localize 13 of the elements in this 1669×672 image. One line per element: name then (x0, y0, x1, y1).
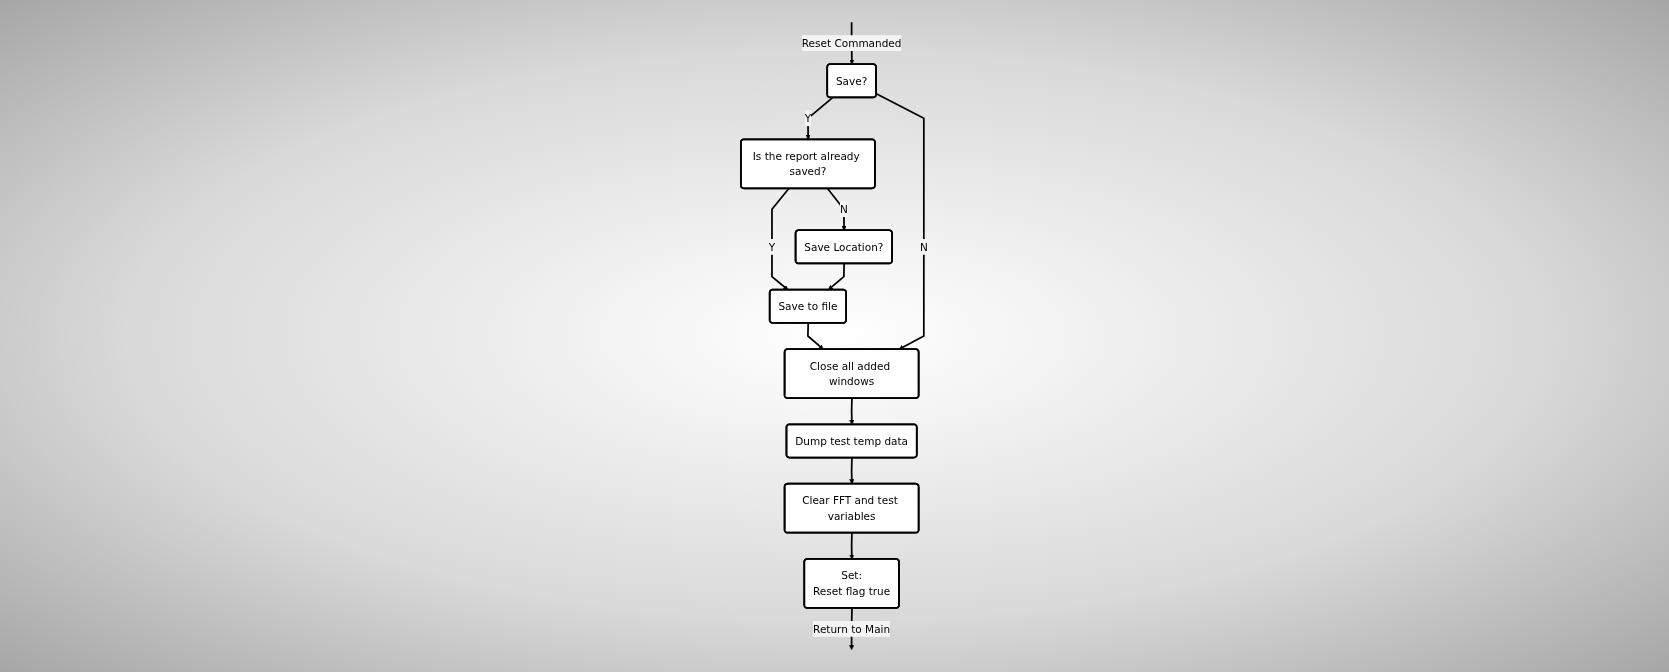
arrow (875, 92, 925, 350)
arrow (849, 532, 855, 560)
edge-label: Y (804, 112, 812, 125)
edge-label: Reset Commanded (801, 37, 902, 50)
arrow (771, 187, 790, 291)
edge-label: N (840, 203, 848, 216)
arrow (828, 262, 846, 291)
arrow (849, 456, 855, 485)
edge-label: N (920, 240, 928, 253)
edge-label: Y (768, 240, 776, 253)
arrow (807, 322, 824, 350)
edge-label: Return to Main (813, 622, 891, 635)
arrow (849, 397, 855, 425)
